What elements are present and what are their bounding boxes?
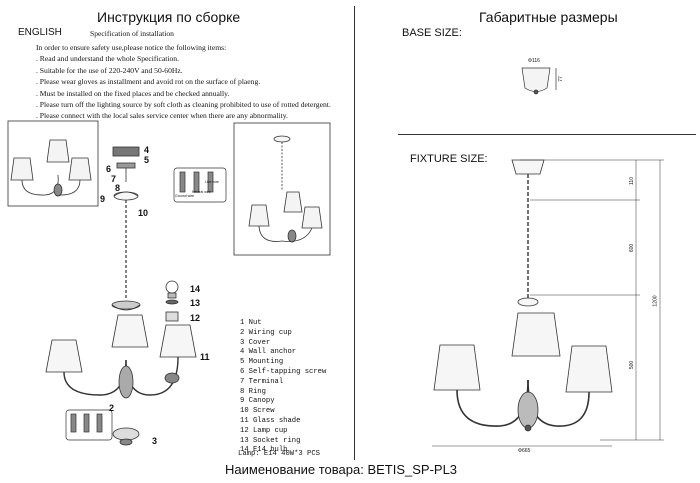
part-item: 8 Ring: [240, 387, 266, 396]
center-divider: [354, 6, 355, 460]
instruction-item: . Please turn off the lighting source by…: [36, 100, 331, 110]
fixture-size-drawing: [432, 159, 664, 447]
instruction-item: . Read and understand the whole Specific…: [36, 54, 179, 64]
wiring-diagram-top: [173, 167, 227, 203]
wiring-live-label: Live wire: [205, 180, 219, 184]
lamp-note: Lamp: E14 40W*3 PCS: [238, 450, 320, 458]
instruction-item: . Must be installed on the fixed places …: [36, 88, 230, 98]
part-item: 11 Glass shade: [240, 416, 301, 425]
main-chandelier: [45, 146, 197, 446]
fixture-size-label: FIXTURE SIZE:: [410, 153, 488, 165]
callout-6: 6: [106, 164, 112, 174]
callout-14: 14: [190, 284, 201, 294]
fixture-top-value: 110: [628, 177, 635, 185]
base-height-value: 77: [557, 76, 564, 82]
parts-list: 1 Nut 2 Wiring cup 3 Cover 4 Wall anchor…: [240, 319, 352, 456]
product-name: Наименование товара: BETIS_SP-PL3: [225, 462, 458, 477]
wiring-diagram-bottom: [65, 409, 113, 441]
part-item: 1 Nut: [240, 319, 262, 327]
part-item: 6 Self-tapping screw: [240, 367, 327, 376]
callout-13: 13: [190, 298, 201, 308]
inset-overview-box: [7, 120, 331, 256]
base-size-drawing: [521, 67, 557, 95]
callout-11: 11: [200, 352, 210, 362]
wiring-neutral-label: Neutral wire: [192, 190, 211, 194]
spec-title: Specification of installation: [90, 29, 174, 38]
instructions-list: . Read and understand the whole Specific…: [36, 53, 351, 121]
part-item: 5 Mounting: [240, 358, 284, 367]
callout-2: 2: [109, 403, 115, 413]
fixture-width-value: Φ665: [518, 448, 531, 454]
fixture-chain-value: 600: [629, 243, 636, 253]
dimensions-title: Габаритные размеры: [479, 9, 618, 25]
callout-12: 12: [190, 313, 201, 323]
part-item: 12 Lamp cup: [240, 426, 288, 435]
callout-3: 3: [152, 436, 158, 446]
fixture-body-value: 500: [629, 360, 636, 370]
instructions-intro: In order to ensure safety use,please not…: [36, 43, 227, 52]
instruction-item: . Please wear gloves as installment and …: [36, 77, 261, 87]
fixture-total-value: 1200: [652, 295, 659, 307]
instruction-item: . Suitable for the use of 220-240V and 5…: [36, 65, 183, 75]
part-item: 4 Wall anchor: [240, 348, 297, 357]
part-item: 10 Screw: [240, 407, 275, 416]
right-divider: [398, 134, 696, 135]
callout-4: 4: [144, 145, 150, 155]
wiring-ground-label: Ground wire: [175, 194, 195, 198]
instruction-item: . Please connect with the local sales se…: [36, 111, 288, 121]
callout-10: 10: [138, 208, 149, 218]
callout-7: 7: [111, 174, 117, 184]
base-size-label: BASE SIZE:: [402, 27, 462, 39]
part-item: 7 Terminal: [240, 377, 284, 386]
callout-9: 9: [100, 194, 106, 204]
part-item: 3 Cover: [240, 338, 271, 347]
part-item: 13 Socket ring: [240, 436, 301, 445]
base-diameter-value: Φ116: [528, 58, 540, 64]
callout-5: 5: [144, 155, 150, 165]
callout-8: 8: [115, 183, 121, 193]
assembly-title: Инструкция по сборке: [97, 9, 241, 25]
language-label: ENGLISH: [18, 27, 62, 38]
part-item: 2 Wiring cup: [240, 328, 292, 337]
thumbnail-chandelier-right: [248, 135, 323, 243]
instructions-block: In order to ensure safety use,please not…: [36, 42, 351, 122]
thumbnail-chandelier-left: [10, 139, 92, 197]
part-item: 14 E14 bulb: [240, 446, 288, 455]
part-item: 9 Canopy: [240, 397, 275, 406]
